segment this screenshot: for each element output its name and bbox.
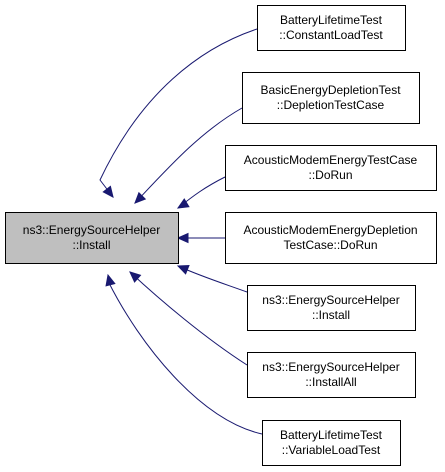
caller-node[interactable]: BatteryLifetimeTest::VariableLoadTest: [262, 420, 401, 466]
arrowhead-icon: [102, 185, 114, 198]
node-box[interactable]: [242, 72, 420, 124]
node-box[interactable]: [225, 145, 437, 191]
node-box[interactable]: [262, 420, 401, 466]
node-label-line: BatteryLifetimeTest: [280, 13, 383, 27]
node-label-line: AcousticModemEnergyDepletion: [243, 223, 417, 237]
node-label-line: ::DepletionTestCase: [277, 98, 385, 112]
edge-line: [134, 107, 243, 204]
arrowhead-icon: [176, 265, 190, 275]
caller-node[interactable]: BatteryLifetimeTest::ConstantLoadTest: [257, 5, 406, 51]
node-box[interactable]: [247, 285, 416, 331]
node-label-line: ::Install: [312, 308, 350, 322]
node-label-line: ns3::EnergySourceHelper: [262, 293, 399, 307]
node-label-line: ::InstallAll: [305, 375, 356, 389]
edge-line: [177, 265, 248, 293]
edge-c5-to-root: [129, 271, 248, 366]
caller-node[interactable]: AcousticModemEnergyDepletionTestCase::Do…: [225, 212, 437, 264]
edge-c4-to-root: [176, 265, 248, 293]
node-label-line: BasicEnergyDepletionTest: [260, 83, 401, 97]
edge-c1-to-root: [134, 107, 243, 204]
arrowhead-icon: [105, 273, 116, 287]
node-label-line: BatteryLifetimeTest: [280, 428, 383, 442]
edge-c0-to-root: [99, 28, 258, 198]
edge-line: [129, 271, 248, 366]
edges-layer: [99, 28, 263, 435]
node-label-line: ns3::EnergySourceHelper: [23, 223, 160, 237]
arrowhead-icon: [176, 198, 190, 209]
caller-node[interactable]: ns3::EnergySourceHelper::InstallAll: [247, 352, 416, 398]
root-node[interactable]: ns3::EnergySourceHelper::Install: [5, 212, 179, 264]
node-box[interactable]: [257, 5, 406, 51]
edge-c2-to-root: [176, 176, 226, 209]
caller-node[interactable]: AcousticModemEnergyTestCase::DoRun: [225, 145, 437, 191]
node-box[interactable]: [247, 352, 416, 398]
node-box[interactable]: [225, 212, 437, 264]
nodes-layer: ns3::EnergySourceHelper::InstallBatteryL…: [5, 5, 437, 466]
node-label-line: ns3::EnergySourceHelper: [262, 360, 399, 374]
node-label-line: ::ConstantLoadTest: [279, 28, 383, 42]
node-label-line: ::Install: [72, 238, 110, 252]
caller-node[interactable]: BasicEnergyDepletionTest::DepletionTestC…: [242, 72, 420, 124]
node-box[interactable]: [5, 212, 179, 264]
edge-c3-to-root: [176, 232, 225, 244]
node-label-line: ::VariableLoadTest: [282, 443, 381, 457]
caller-node[interactable]: ns3::EnergySourceHelper::Install: [247, 285, 416, 331]
node-label-line: TestCase::DoRun: [283, 238, 377, 252]
edge-line: [99, 28, 258, 198]
arrowhead-icon: [176, 232, 189, 244]
edge-line: [107, 280, 263, 435]
node-label-line: AcousticModemEnergyTestCase: [244, 153, 418, 167]
node-label-line: ::DoRun: [308, 168, 352, 182]
edge-c6-to-root: [105, 273, 263, 435]
arrowhead-icon: [129, 271, 142, 283]
arrowhead-icon: [134, 191, 147, 204]
